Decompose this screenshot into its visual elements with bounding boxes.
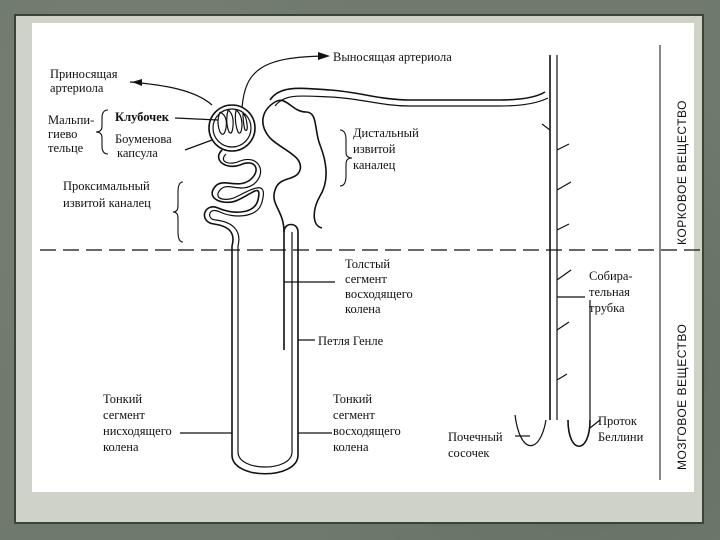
loop-of-henle-bend-inner [237,451,293,468]
collecting-label-1: Собира- [589,269,633,283]
proximal-convoluted-tubule [203,149,260,247]
proximal-bracket [172,181,184,243]
collecting-label-2: тельная [589,285,630,299]
proximal-label-1: Проксимальный [63,179,150,193]
thick-segment-label-1: Толстый [345,257,390,271]
thin-asc-label-3: восходящего [333,424,401,438]
afferent-arteriole [129,81,213,106]
collecting-label-3: трубка [589,301,625,315]
thick-segment-label-4: колена [345,302,381,316]
proximal-convoluted-tubule-inner [209,153,264,247]
malpighian-bracket [95,109,109,155]
distal-label-1: Дистальный [353,126,419,140]
distal-bracket [339,129,353,187]
bowman-capsule [208,104,256,152]
afferent-arrowhead [132,79,142,86]
distal-label-2: извитой [353,142,396,156]
bowman-label-1: Боуменова [115,132,172,146]
thin-asc-label-2: сегмент [333,408,375,422]
duct-of-bellini [567,419,591,448]
proximal-label-2: извитой каналец [63,196,151,210]
malpighian-label-3: тельце [48,141,84,155]
bellini-leader [589,419,601,429]
thin-asc-label-1: Тонкий [333,392,372,406]
henle-label: Петля Генле [318,334,384,348]
afferent-label-2: артериола [50,81,104,95]
collecting-duct [541,55,572,420]
papilla-label-1: Почечный [448,430,503,444]
thin-desc-label-4: колена [103,440,139,454]
papilla-label-2: сосочек [448,446,490,460]
medulla-label: МОЗГОВОЕ ВЕЩЕСТВО [675,324,689,470]
glomerulus-label: Клубочек [115,110,170,124]
afferent-label-1: Приносящая [50,67,118,81]
efferent-label: Выносящая артериола [333,50,452,64]
malpighian-label-1: Мальпи- [48,113,94,127]
distal-to-collecting [269,87,546,101]
distal-convoluted-tubule [262,99,327,233]
renal-papilla [514,414,547,447]
efferent-arteriole [241,55,326,109]
thin-desc-label-3: нисходящего [103,424,172,438]
cortex-label: КОРКОВОЕ ВЕЩЕСТВО [675,100,689,245]
thin-desc-label-2: сегмент [103,408,145,422]
glomerulus [217,109,248,135]
loop-of-henle-bend [231,454,299,475]
distal-label-3: каналец [353,158,396,172]
thin-desc-label-1: Тонкий [103,392,142,406]
bowman-leader [184,139,213,151]
glomerulus-leader [174,117,219,121]
distal-to-collecting-inner [274,95,549,107]
bowman-capsule-inner [212,108,252,148]
thick-segment-label-2: сегмент [345,272,387,286]
thin-asc-label-4: колена [333,440,369,454]
efferent-arrowhead [318,52,330,60]
thick-segment-label-3: восходящего [345,287,413,301]
bowman-label-2: капсула [117,146,158,160]
malpighian-label-2: гиево [48,127,77,141]
ascending-limb-top [283,223,299,233]
bellini-label-1: Проток [598,414,638,428]
bellini-label-2: Беллини [598,430,644,444]
